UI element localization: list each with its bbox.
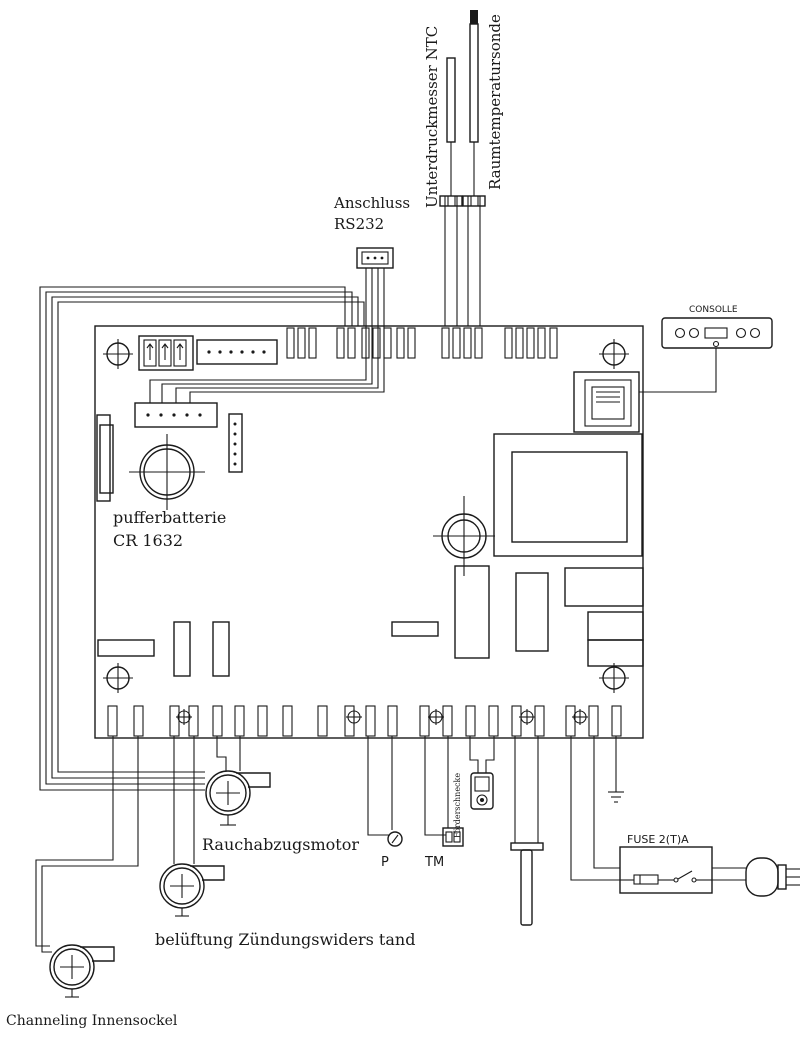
probe-connectors xyxy=(439,195,486,207)
rs232-connector xyxy=(356,247,394,269)
mounting-hole-bottom-left xyxy=(103,663,133,693)
channeling-fan xyxy=(49,944,115,998)
label-foerderschnecke: Förderschnecke xyxy=(453,773,462,838)
label-consolle: CONSOLLE xyxy=(689,305,738,315)
small-vertical-header xyxy=(228,413,243,473)
fuse-holders-left xyxy=(97,621,230,677)
mounting-hole-top-right xyxy=(599,339,629,369)
bottom-terminal-slots xyxy=(107,705,622,737)
auger-motor xyxy=(469,736,495,810)
pin-header-rs232 xyxy=(134,402,218,428)
label-belueftung: belüftung Zündungswiders tand xyxy=(155,930,415,949)
label-rauchabzugsmotor: Rauchabzugsmotor xyxy=(202,835,359,854)
mains-plug xyxy=(712,857,800,897)
motor-wire-a xyxy=(216,736,227,771)
label-cr1632: CR 1632 xyxy=(113,531,183,550)
mounting-hole-bottom-right xyxy=(599,663,629,693)
label-unterdruckmesser: Unterdruckmesser NTC xyxy=(423,26,441,208)
label-anschluss: Anschluss xyxy=(333,194,410,212)
label-rs232: RS232 xyxy=(334,215,384,233)
channeling-fan-wire-b xyxy=(41,736,139,953)
motor-wiring-loop xyxy=(39,286,365,791)
backup-battery xyxy=(129,434,205,510)
rj-connector xyxy=(573,371,640,433)
large-capacitor xyxy=(433,496,495,576)
label-p: P xyxy=(381,855,389,870)
consolle-cable xyxy=(639,348,717,393)
igniter-rod xyxy=(510,736,544,926)
label-channeling: Channeling Innensockel xyxy=(6,1013,178,1029)
label-tm: TM xyxy=(424,855,444,870)
transformer xyxy=(493,433,643,557)
label-pufferbatterie: pufferbatterie xyxy=(113,508,226,527)
thermostat xyxy=(424,736,464,847)
label-raumtemperatursonde: Raumtemperatursonde xyxy=(486,14,504,190)
display-connector xyxy=(96,414,114,502)
mains-wiring xyxy=(570,736,624,881)
mounting-hole-top-left xyxy=(103,339,133,369)
relay-components xyxy=(391,565,644,667)
pin-header-top xyxy=(196,339,278,365)
room-temperature-probe xyxy=(467,10,481,326)
label-fuse: FUSE 2(T)A xyxy=(627,833,689,846)
top-terminal-slots xyxy=(286,327,558,359)
fuse-box xyxy=(619,846,713,894)
bottom-terminal-screws xyxy=(176,709,588,725)
ignition-fan xyxy=(159,863,225,917)
consolle-panel xyxy=(661,317,773,349)
pressure-switch xyxy=(367,736,403,847)
rs232-cable xyxy=(149,268,385,403)
channeling-fan-wire-a xyxy=(35,736,114,947)
jumper-block xyxy=(138,335,194,371)
smoke-extraction-motor xyxy=(205,770,271,826)
pressure-probe xyxy=(444,57,458,326)
